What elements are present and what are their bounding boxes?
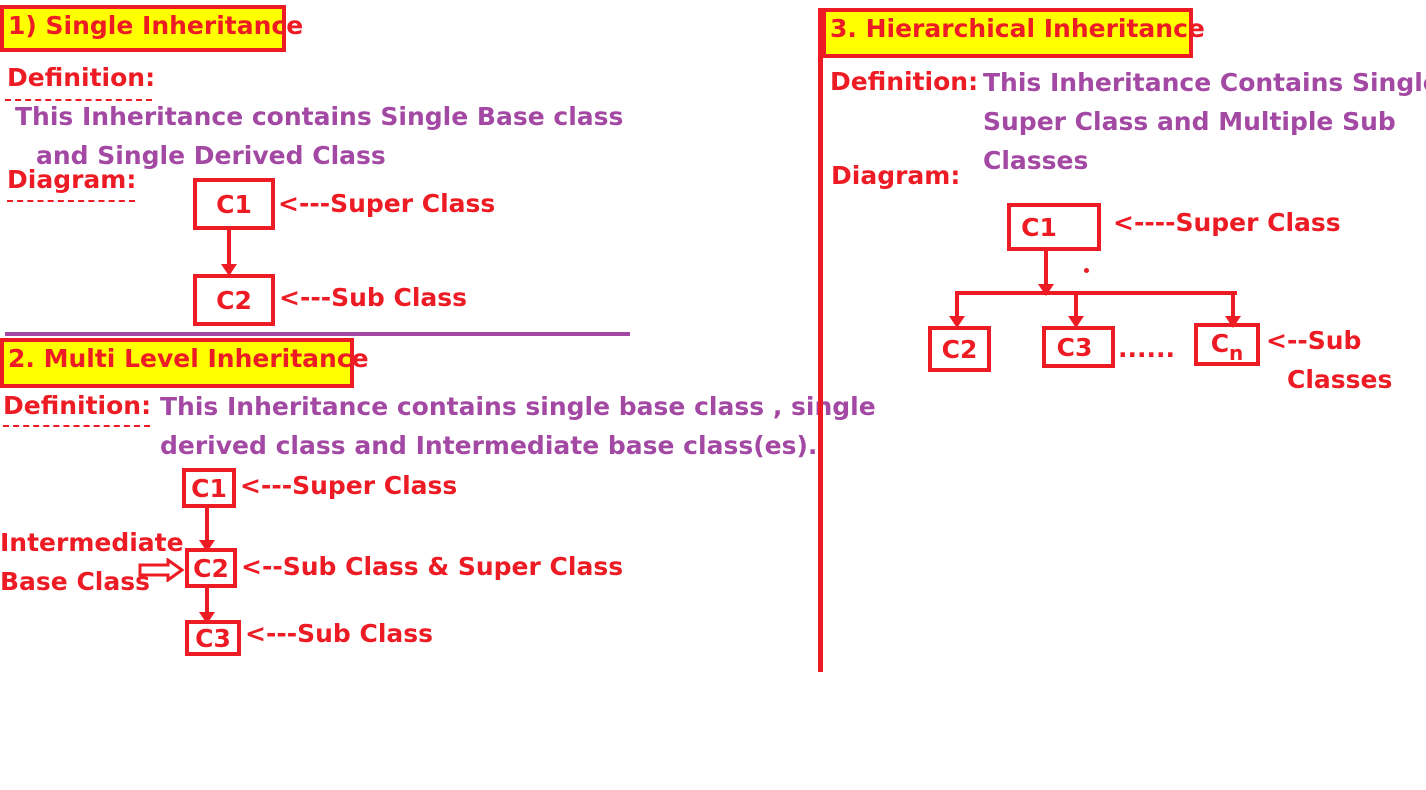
multilevel-c3-box: C3 — [185, 620, 241, 656]
hierarchical-cn-text: Cn — [1210, 329, 1244, 365]
hierarchical-inheritance-title: 3. Hierarchical Inheritance — [822, 8, 1205, 58]
hierarchical-c2-text: C2 — [941, 334, 978, 364]
single-definition-underline — [5, 99, 152, 101]
multilevel-definition-line2: derived class and Intermediate base clas… — [160, 431, 818, 460]
intermediate-pointer-arrow-icon — [138, 558, 185, 582]
hierarchical-c1-box: C1 — [1007, 203, 1101, 251]
multilevel-inheritance-title: 2. Multi Level Inheritance — [0, 338, 369, 388]
hierarchical-definition-line3: Classes — [983, 146, 1089, 175]
single-arrowhead — [221, 264, 237, 276]
single-sub-label: <---Sub Class — [279, 283, 468, 312]
single-diagram-underline — [7, 200, 135, 202]
hierarchical-trunk — [1044, 251, 1048, 293]
multilevel-c2-box: C2 — [185, 548, 237, 588]
hierarchical-arrowhead-c3 — [1068, 316, 1084, 328]
single-definition-line1: This Inheritance contains Single Base cl… — [15, 102, 624, 131]
hierarchical-branch-c3 — [1074, 291, 1078, 321]
hierarchical-super-label: <----Super Class — [1113, 208, 1341, 237]
section-divider-vertical — [818, 8, 823, 672]
single-definition-label: Definition: — [7, 63, 156, 92]
hierarchical-sub-label-line2: Classes — [1287, 365, 1393, 394]
hierarchical-crossbar — [955, 291, 1237, 295]
single-connector — [227, 230, 231, 268]
single-super-label: <---Super Class — [278, 189, 496, 218]
single-c1-text: C1 — [216, 189, 252, 219]
hierarchical-definition-line1: This Inheritance Contains Single — [983, 68, 1426, 97]
multilevel-definition-line1: This Inheritance contains single base cl… — [160, 392, 876, 421]
multilevel-definition-underline — [3, 425, 150, 427]
multilevel-c3-text: C3 — [195, 623, 231, 653]
multilevel-intermediate-line1: Intermediate — [0, 528, 184, 557]
multilevel-definition-label: Definition: — [3, 391, 152, 420]
hierarchical-definition-label: Definition: — [830, 67, 979, 96]
multilevel-mid-label: <--Sub Class & Super Class — [241, 552, 624, 581]
single-inheritance-title: 1) Single Inheritance — [0, 5, 303, 52]
multilevel-connector-1 — [205, 508, 209, 544]
multilevel-c1-box: C1 — [182, 468, 236, 508]
hierarchical-c1-text: C1 — [1021, 212, 1057, 242]
hierarchical-branch-cn — [1231, 291, 1235, 321]
multilevel-c2-text: C2 — [193, 553, 229, 583]
hierarchical-definition-line2: Super Class and Multiple Sub — [983, 107, 1396, 136]
hierarchical-arrowhead-c2 — [949, 316, 965, 328]
hierarchical-diagram-label: Diagram: — [831, 161, 961, 190]
hierarchical-cn-subscript: n — [1229, 341, 1244, 365]
single-c2-text: C2 — [216, 285, 252, 315]
hierarchical-sub-label-line1: <--Sub — [1266, 326, 1362, 355]
single-definition-line2: and Single Derived Class — [36, 141, 386, 170]
hierarchical-branch-c2 — [955, 291, 959, 321]
hierarchical-c2-box: C2 — [928, 326, 991, 372]
hierarchical-c3-box: C3 — [1042, 326, 1115, 368]
single-c2-box: C2 — [193, 274, 275, 326]
multilevel-sub-label: <---Sub Class — [245, 619, 434, 648]
hierarchical-cn-box: Cn — [1194, 323, 1260, 366]
single-c1-box: C1 — [193, 178, 275, 230]
stray-dot — [1084, 268, 1089, 273]
multilevel-super-label: <---Super Class — [240, 471, 458, 500]
hierarchical-c3-text: C3 — [1056, 332, 1093, 362]
multilevel-connector-2 — [205, 588, 209, 616]
single-diagram-label: Diagram: — [7, 165, 137, 194]
section-divider-horizontal — [5, 332, 630, 336]
hierarchical-cn-base: C — [1210, 329, 1230, 358]
multilevel-intermediate-line2: Base Class — [0, 567, 151, 596]
multilevel-c1-text: C1 — [191, 473, 227, 503]
hierarchical-ellipsis: ...... — [1118, 334, 1175, 363]
